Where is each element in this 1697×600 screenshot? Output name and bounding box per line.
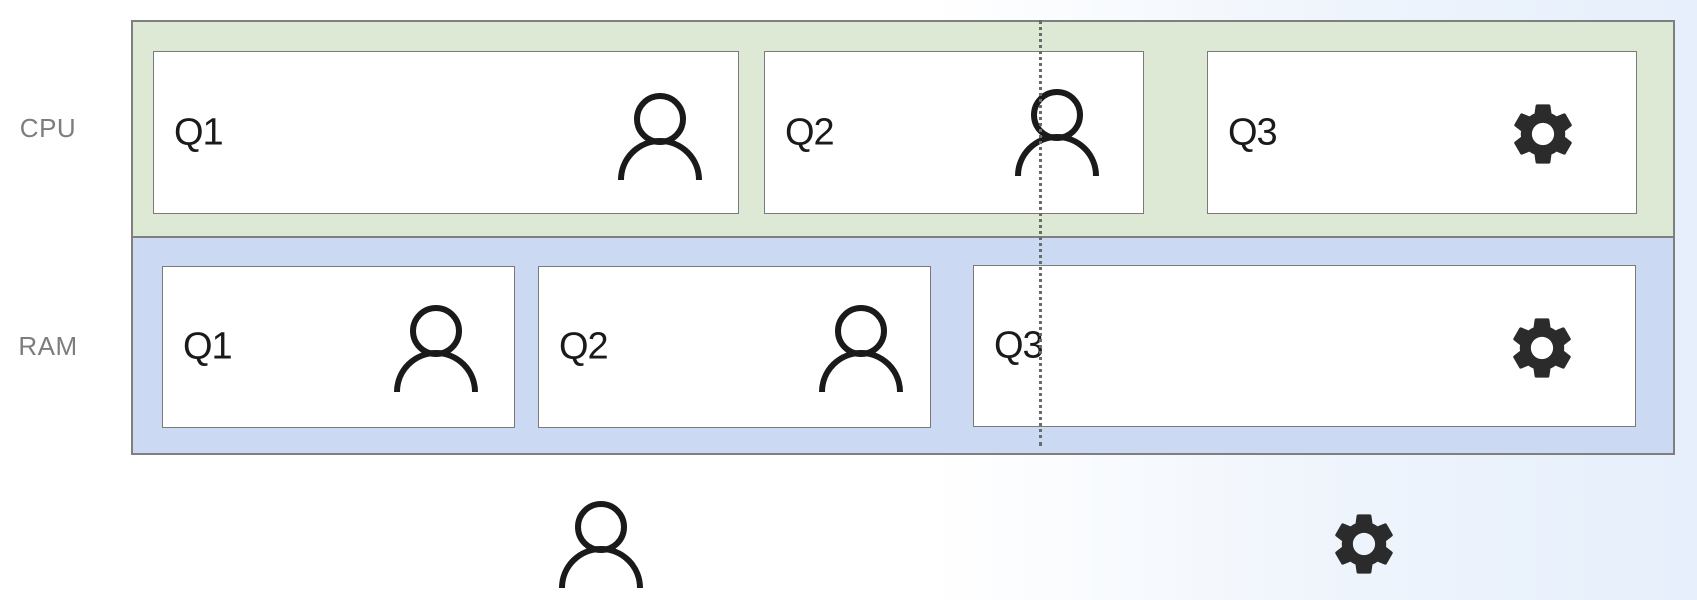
cpu-q1-box: Q1 (153, 51, 739, 214)
user-icon (1014, 88, 1100, 178)
ram-q1-box: Q1 (162, 266, 515, 428)
cpu-q2-box: Q2 (764, 51, 1144, 214)
time-marker-dotted-line (1039, 20, 1042, 446)
ram-q1-label: Q1 (183, 325, 233, 368)
user-icon (818, 304, 904, 394)
ram-q3-box: Q3 (973, 265, 1636, 427)
user-icon (617, 92, 703, 182)
row-label-cpu: CPU (19, 113, 77, 143)
gear-icon (1505, 311, 1579, 385)
row-label-ram: RAM (18, 331, 78, 361)
legend-gear-icon (1327, 507, 1401, 581)
ram-q2-box: Q2 (538, 266, 931, 428)
ram-q3-label: Q3 (994, 324, 1044, 367)
cpu-q1-label: Q1 (174, 111, 224, 153)
cpu-q3-label: Q3 (1228, 111, 1278, 153)
ram-q2-label: Q2 (559, 325, 609, 368)
legend-user-icon (558, 500, 644, 590)
cpu-q2-label: Q2 (785, 111, 835, 153)
user-icon (393, 304, 479, 394)
cpu-q3-box: Q3 (1207, 51, 1637, 214)
gear-icon (1506, 97, 1580, 171)
